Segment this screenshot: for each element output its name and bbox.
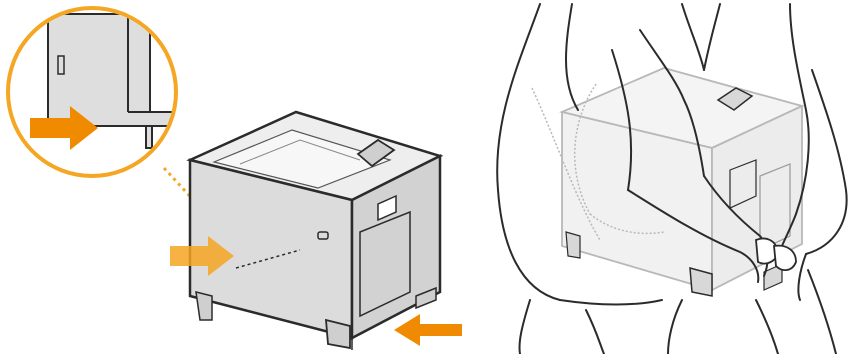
zoom-callout — [8, 8, 182, 176]
left-panel — [8, 8, 462, 350]
front-foot — [326, 320, 350, 348]
right-panel — [497, 4, 846, 354]
printer — [190, 112, 440, 350]
arrow-left-icon — [394, 314, 462, 346]
